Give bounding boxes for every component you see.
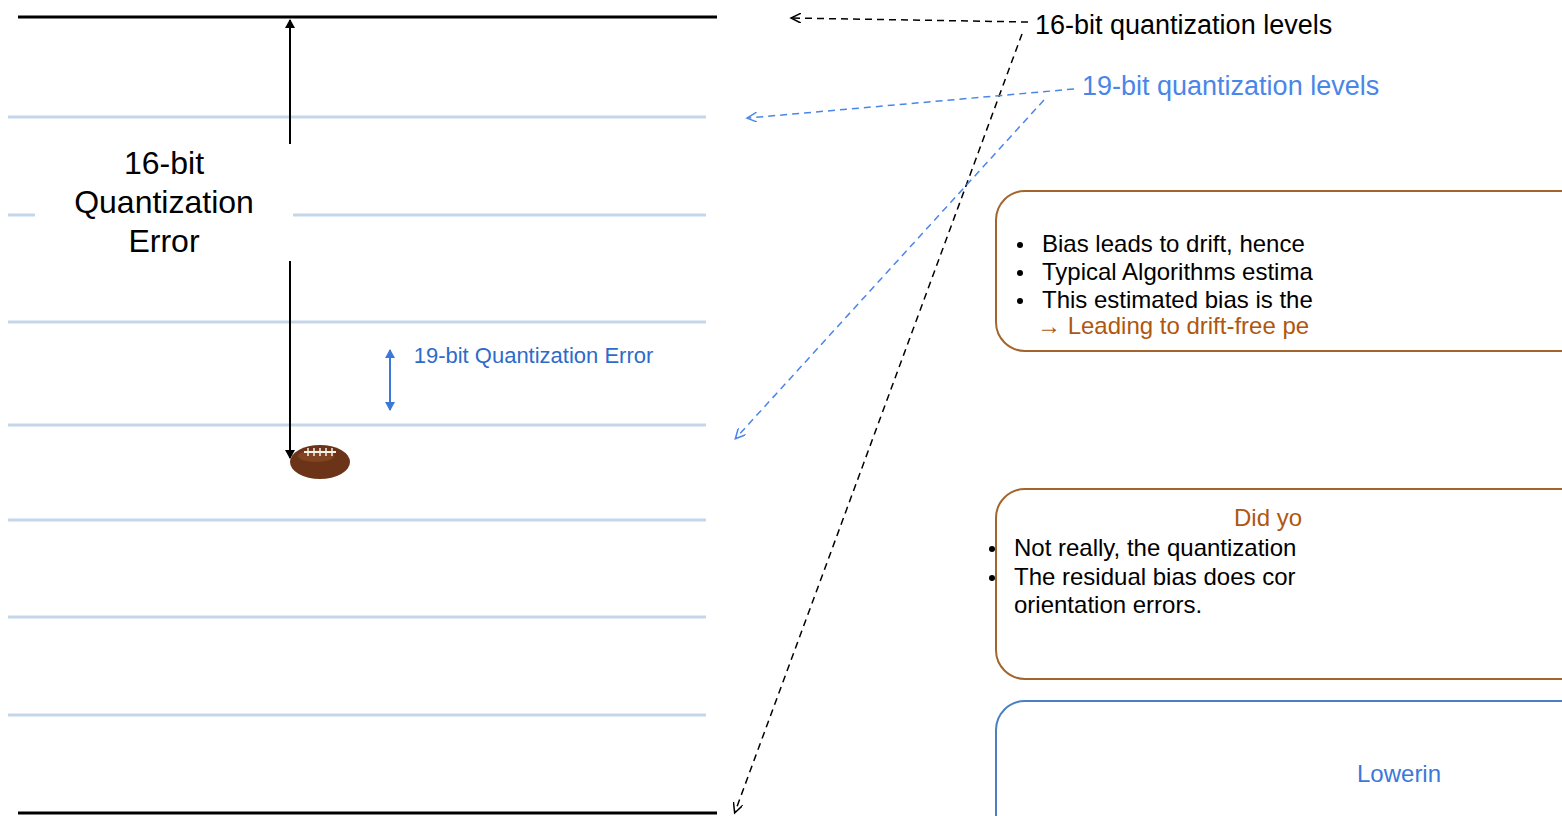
bullet-dot — [1017, 242, 1023, 248]
bullet-text: This estimated bias is the — [1042, 286, 1313, 314]
bullet-dot — [1017, 298, 1023, 304]
error-label: 16-bit Quantization Error — [35, 144, 293, 261]
note-panel: Lowerin — [995, 700, 1562, 816]
note-panel: Did yoNot really, the quantizationThe re… — [995, 488, 1562, 680]
coarse-levels — [18, 17, 717, 813]
bullet-text: Typical Algorithms estima — [1042, 258, 1313, 286]
leader-lines — [735, 18, 1074, 812]
note-panel: Bias leads to drift, henceTypical Algori… — [995, 190, 1562, 352]
panel-text: → Leading to drift-free pe — [1037, 312, 1309, 340]
error-label: 19-bit Quantization Error — [402, 342, 665, 370]
panel-text: Lowerin — [1357, 760, 1441, 788]
level-label: 19-bit quantization levels — [1082, 71, 1379, 102]
bullet-text: Not really, the quantization — [1014, 534, 1296, 562]
bullet-text: Bias leads to drift, hence — [1042, 230, 1305, 258]
fine-levels — [8, 117, 706, 715]
bullet-dot — [989, 546, 995, 552]
bullet-dot — [989, 575, 995, 581]
level-label: 16-bit quantization levels — [1035, 10, 1332, 41]
bullet-text: The residual bias does cor orientation e… — [1014, 563, 1359, 619]
bullet-dot — [1017, 270, 1023, 276]
panel-text: Did yo — [1234, 504, 1302, 532]
fine-error-arrow — [389, 350, 391, 410]
football-icon — [290, 445, 350, 479]
